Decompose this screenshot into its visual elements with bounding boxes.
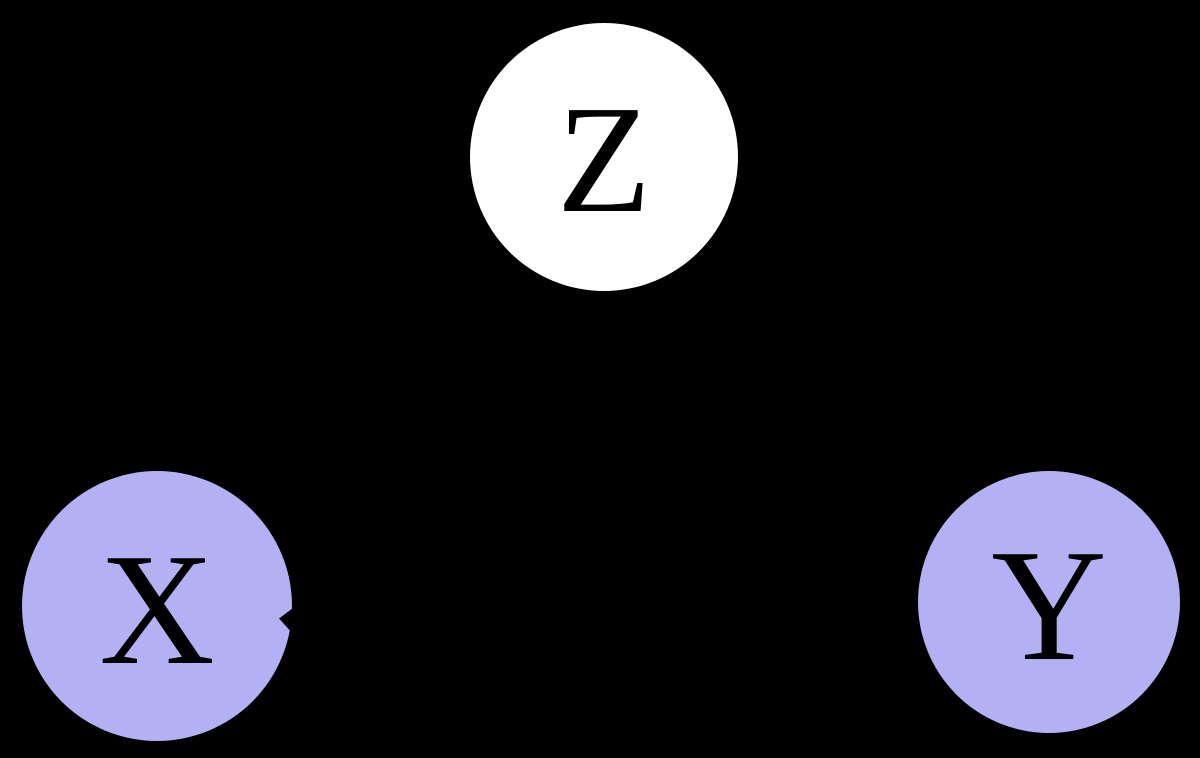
node-Z: Z bbox=[470, 23, 738, 291]
node-X-label: X bbox=[99, 520, 215, 698]
node-X: X bbox=[22, 471, 292, 741]
node-Y-label: Y bbox=[991, 516, 1107, 694]
node-Y: Y bbox=[918, 471, 1180, 733]
node-Z-label: Z bbox=[556, 75, 652, 245]
